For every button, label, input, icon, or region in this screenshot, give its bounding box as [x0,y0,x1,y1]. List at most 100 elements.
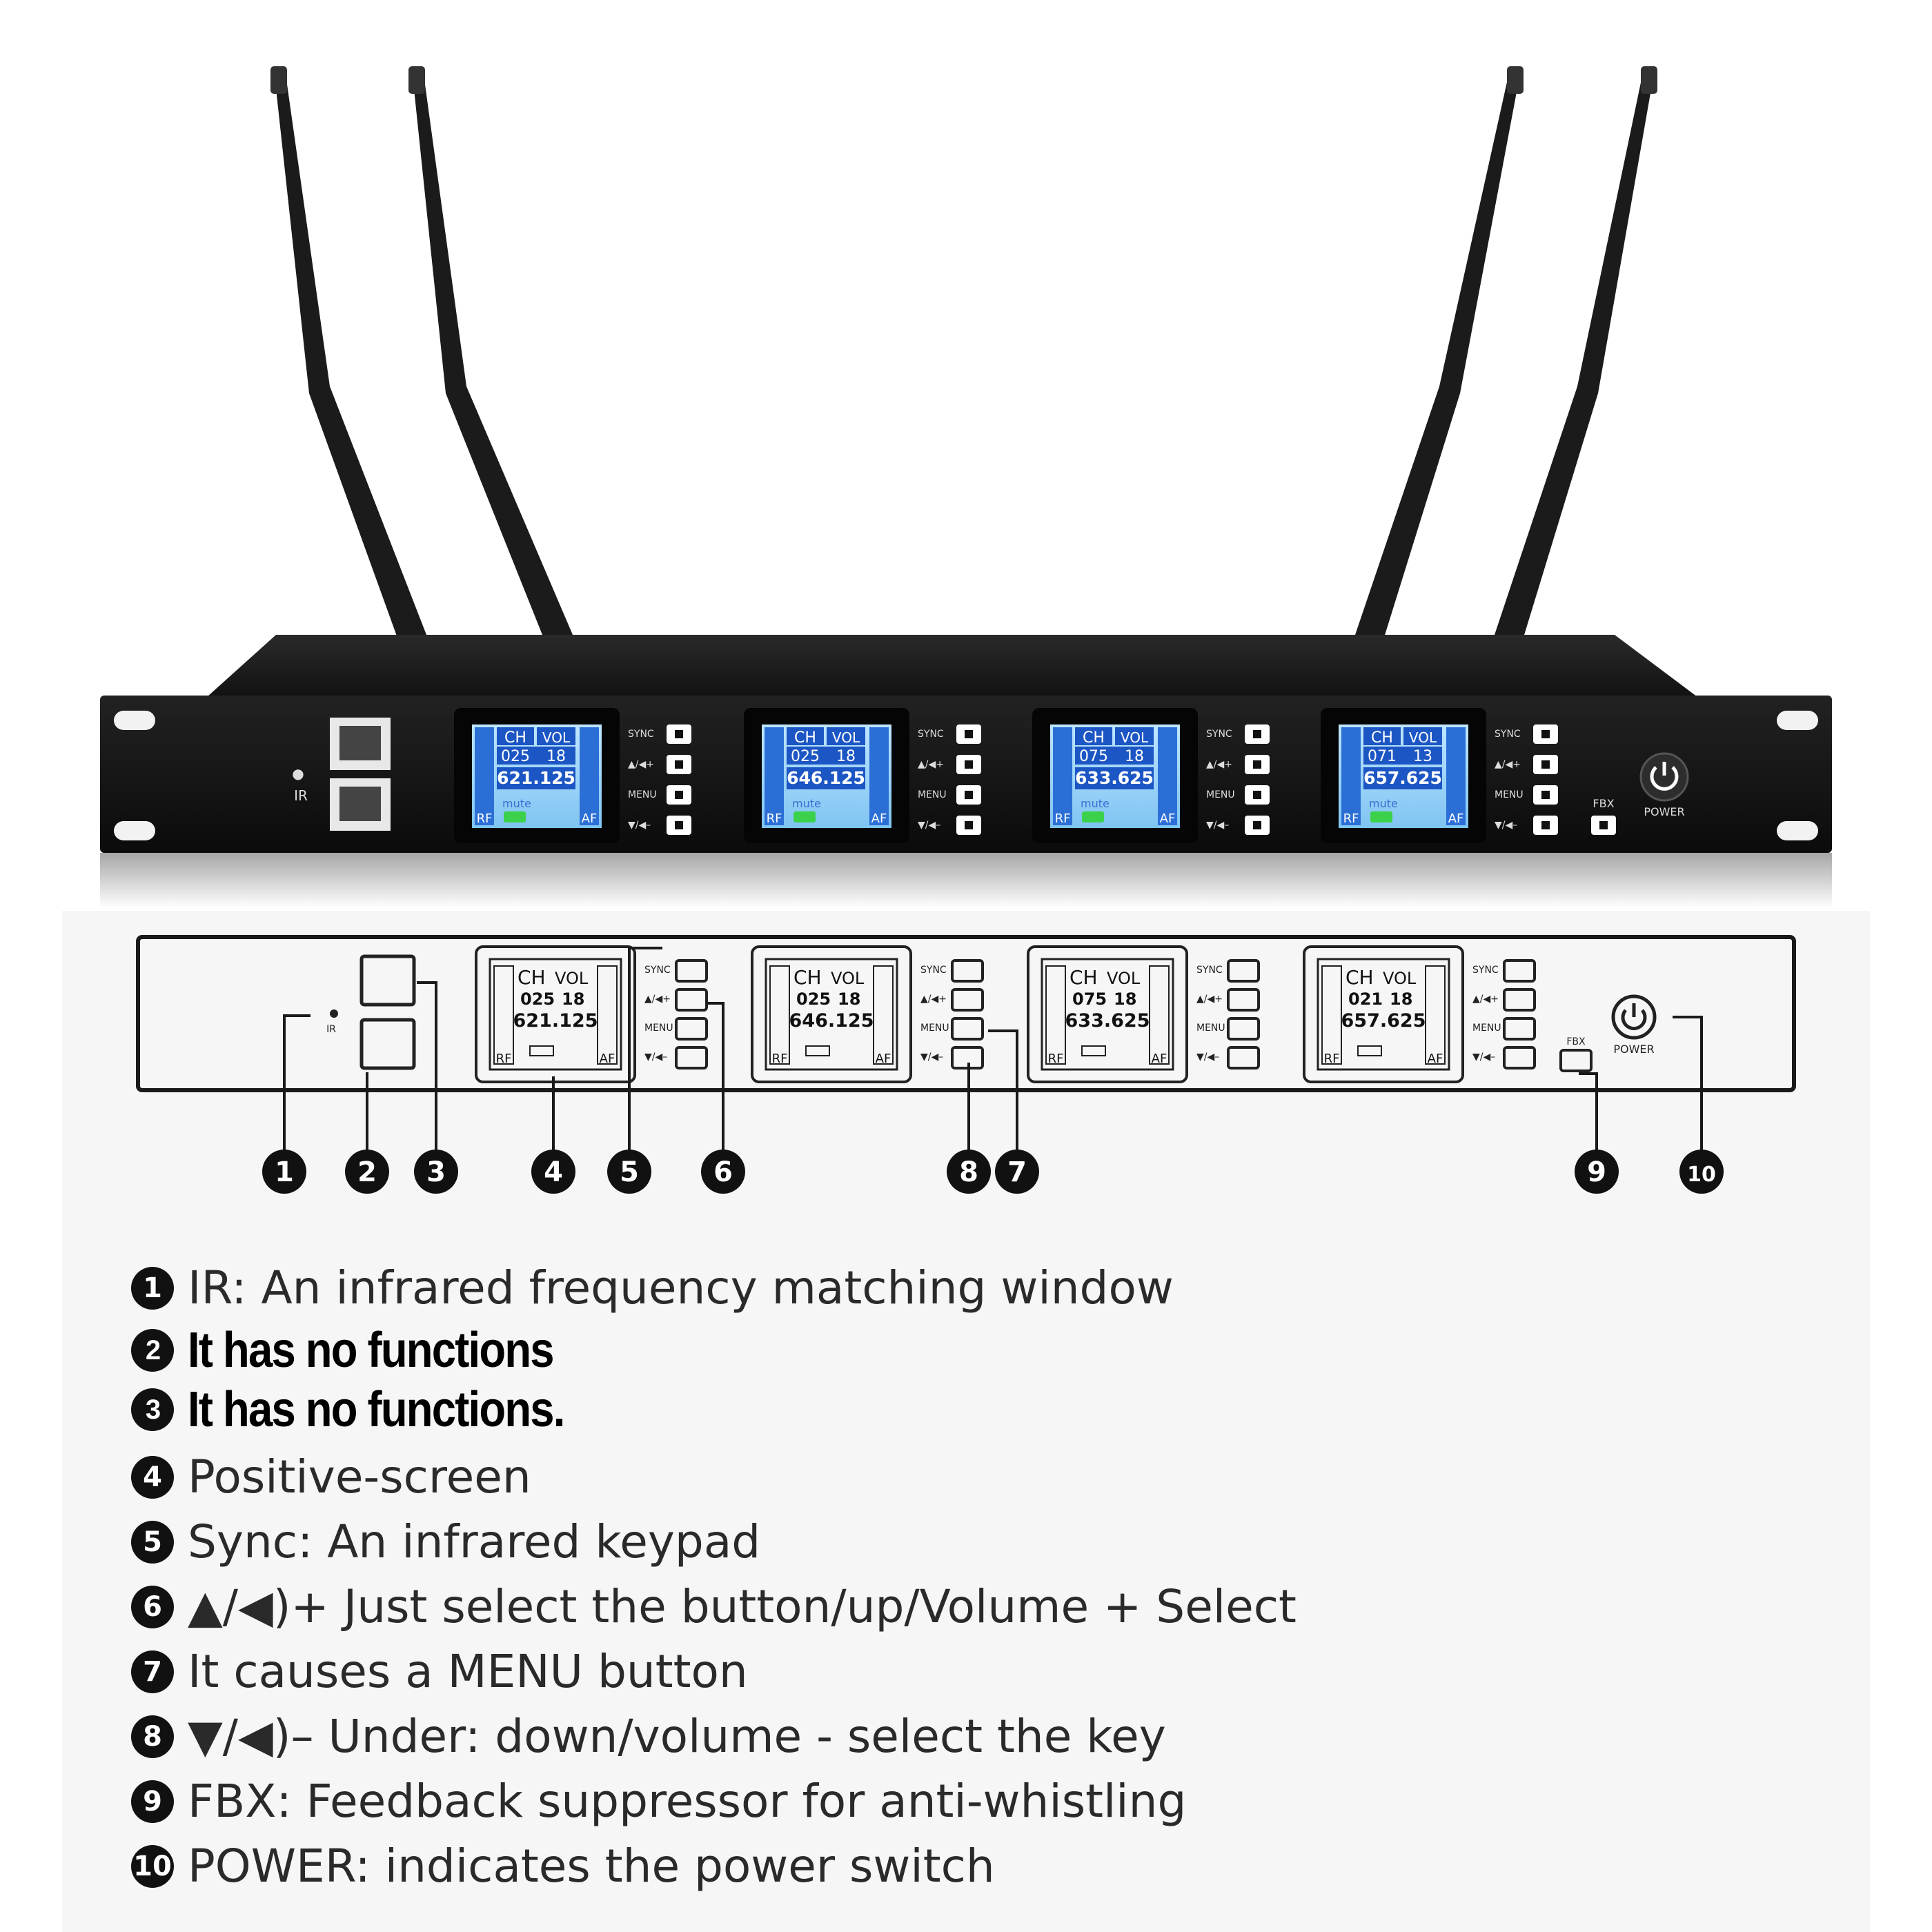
vol-label-bg [1403,727,1442,745]
rf-label: RF [477,811,493,826]
diagram-key-sync[interactable] [675,959,708,983]
diagram-key-sync[interactable] [1503,959,1536,983]
ch-label-bg [1363,727,1401,745]
diagram-key-label-down: ▼/◀– [1472,1052,1495,1063]
diagram-key-label-menu: MENU [920,1023,949,1034]
diagram-key-up[interactable] [951,988,984,1012]
diagram-port-top [359,954,416,1007]
diagram-frequency-value: 657.625 [1341,1010,1426,1032]
ch-label: CH [1083,729,1105,747]
diagram-key-down[interactable] [675,1046,708,1070]
diagram-key-label-up: ▲/◀+ [1472,994,1499,1005]
ch-value: 075 [1079,748,1108,765]
legend-number: 2 [131,1329,174,1372]
af-label: AF [1160,811,1176,826]
diagram-key-label-sync: SYNC [920,965,947,976]
battery-icon [1082,811,1104,822]
legend-number: 5 [131,1520,174,1564]
callout-badge-4 [531,1150,575,1194]
diagram-key-sync[interactable] [951,959,984,983]
ch-value-bg [787,747,865,765]
key-label-down: ▼/◀– [628,820,651,831]
vol-label: VOL [542,729,571,746]
antenna-left-1 [270,66,426,642]
rf-label: RF [767,811,782,826]
key-label-down: ▼/◀– [1495,820,1517,831]
rf-label: RF [1055,811,1071,826]
diagram-vol-label: VOL [1107,969,1141,988]
diagram-key-menu[interactable] [1503,1017,1536,1041]
ch-label-bg [497,727,534,745]
diagram-key-menu[interactable] [1227,1017,1260,1041]
diagram-power-label: POWER [1613,1043,1654,1056]
callout-number-5: 5 [620,1156,639,1188]
diagram-vol-value: 18 [562,989,584,1009]
diagram-lcd-screen [765,958,898,1071]
rf-meter [475,727,494,825]
key-inner [675,791,683,799]
diagram-key-up[interactable] [1227,988,1260,1012]
diagram-key-label-up: ▲/◀+ [920,994,947,1005]
vol-label: VOL [1409,729,1437,746]
key-label-up: ▲/◀+ [918,759,944,770]
legend-text: IR: An infrared frequency matching windo… [188,1261,1174,1314]
callout-number-7: 7 [1007,1156,1027,1188]
power-label: POWER [1644,805,1684,818]
callout-badge-2 [345,1150,389,1194]
power-button[interactable] [1639,752,1689,802]
callout-number-2: 2 [357,1156,377,1188]
key-inner [965,821,973,829]
af-label: AF [1448,811,1464,826]
ch-value-bg [1363,747,1442,765]
diagram-af-label: AF [1428,1052,1443,1066]
diagram-ch-value: 025 [520,989,555,1009]
key-inner [1253,760,1261,769]
diagram-lcd-screen [1317,958,1450,1071]
freq-bg [497,767,575,789]
key-label-up: ▲/◀+ [628,759,654,770]
vol-label: VOL [832,729,860,746]
freq-bg [1075,767,1154,789]
diagram-key-sync[interactable] [1227,959,1260,983]
legend-number: 9 [131,1780,174,1823]
vol-value: 18 [1125,748,1144,765]
diagram-lcd-frame [751,945,912,1083]
diagram-ch-label: CH [1346,966,1374,989]
diagram-rf-meter [769,965,790,1065]
callout-badge-1 [262,1150,306,1194]
rack-ear-slots [114,711,1818,840]
diagram-vol-value: 18 [1390,989,1412,1009]
key-label-menu: MENU [1206,789,1235,800]
callout-badge-9 [1575,1150,1619,1194]
legend-text: Sync: An infrared keypad [188,1515,761,1568]
diagram-af-meter [1425,965,1446,1065]
diagram-key-menu[interactable] [951,1017,984,1041]
diagram-key-up[interactable] [1503,988,1536,1012]
ir-dot: ● [292,765,304,782]
diagram-af-label: AF [1152,1052,1167,1066]
power-icon [1650,766,1679,791]
key-inner [675,730,683,738]
callout-badge-7 [995,1150,1039,1194]
diagram-key-menu[interactable] [675,1017,708,1041]
diagram-fbx-button[interactable] [1559,1049,1593,1072]
diagram-key-down[interactable] [1503,1046,1536,1070]
diagram-rf-label: RF [772,1052,788,1066]
diagram-af-label: AF [600,1052,615,1066]
callout-number-10: 10 [1687,1163,1716,1187]
diagram-key-down[interactable] [1227,1046,1260,1070]
legend-text: It has no functions. [188,1382,565,1437]
callout-leaders [283,947,1703,1151]
diagram-power-button[interactable] [1611,994,1657,1040]
key-inner [1541,730,1550,738]
diagram-key-up[interactable] [675,988,708,1012]
vol-value: 13 [1413,748,1432,765]
legend-text: It has no functions [188,1323,555,1378]
key-inner [1253,821,1261,829]
key-inner [1253,791,1261,799]
diagram-lcd-frame [1303,945,1464,1083]
